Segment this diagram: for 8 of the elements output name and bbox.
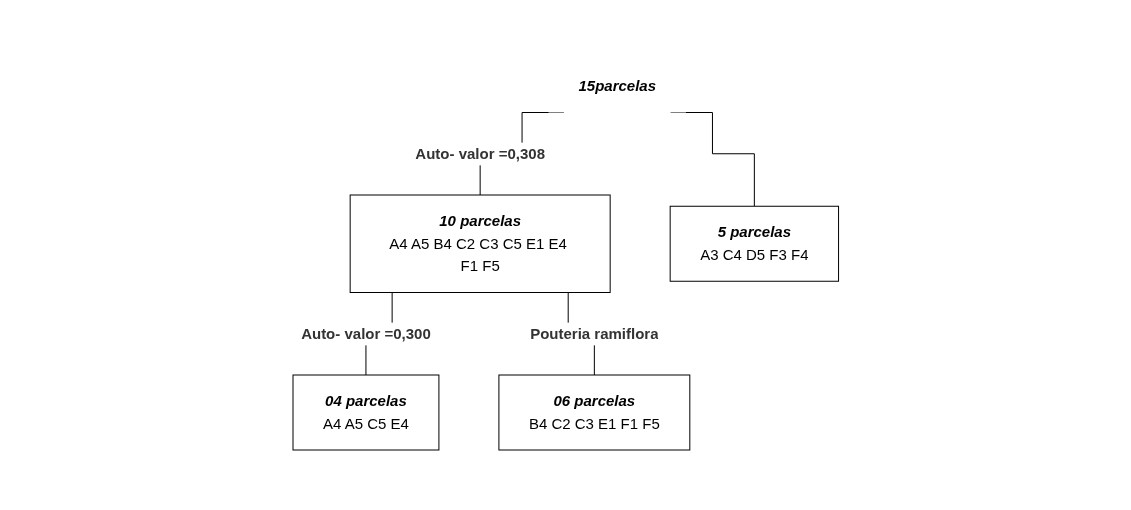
node-text: 15parcelas	[578, 77, 656, 94]
edge-label: Auto- valor =0,300	[300, 324, 431, 342]
edge-label: Pouteria ramiflora	[529, 324, 659, 342]
node-box: 5 parcelas A3 C4 D5 F3 F4	[669, 205, 839, 282]
edge-label: Auto- valor =0,308	[415, 144, 545, 162]
node-box: 06 parcelas B4 C2 C3 E1 F1 F5	[498, 374, 691, 451]
node-box: 04 parcelas A4 A5 C5 E4	[292, 374, 440, 451]
node-box: 10 parcelas A4 A5 B4 C2 C3 C5 E1 E4 F1 F5	[349, 194, 611, 293]
